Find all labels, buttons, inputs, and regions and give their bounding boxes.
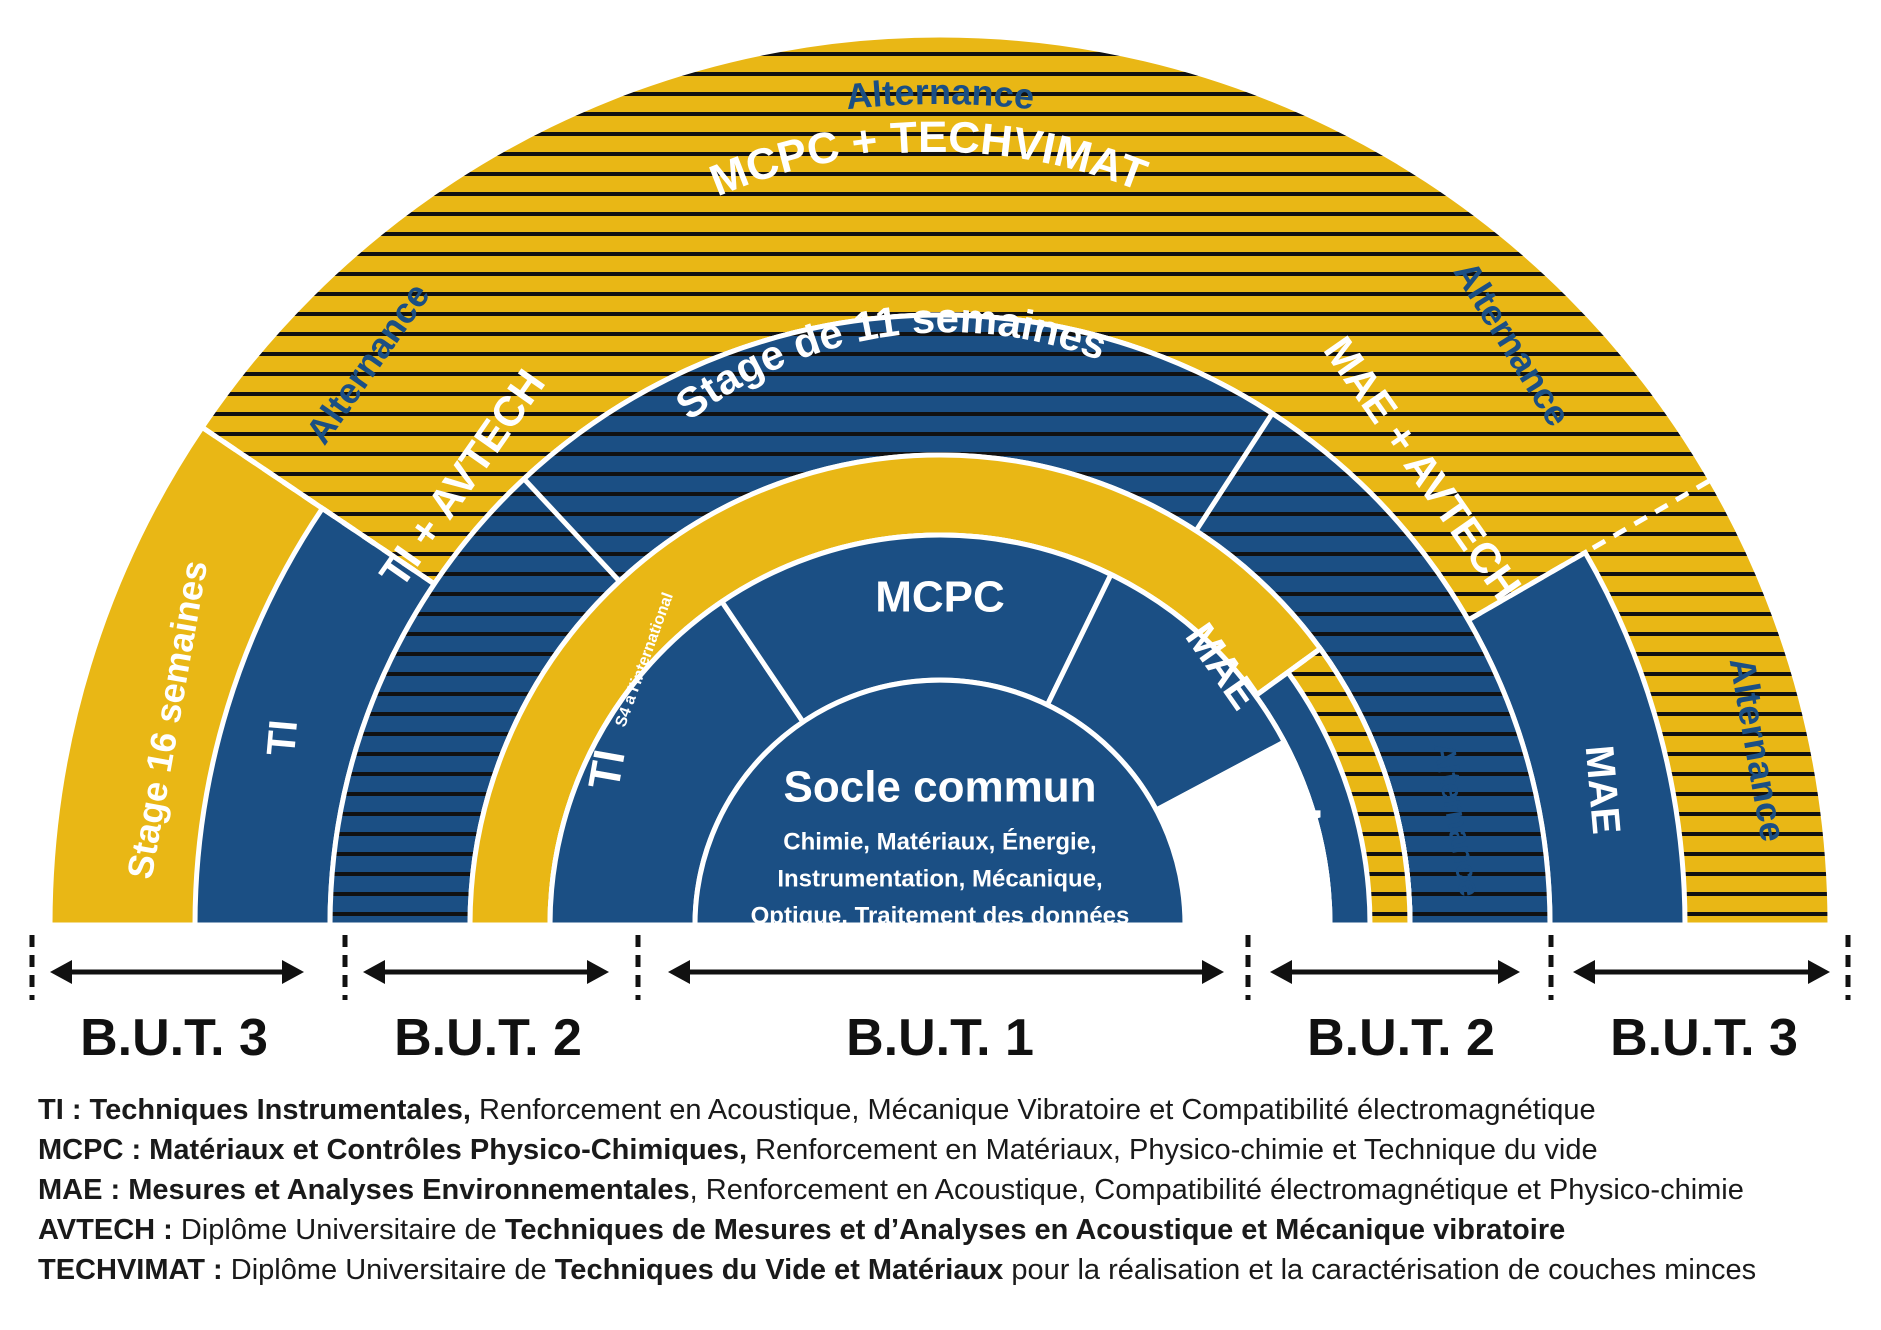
core-line-1: Chimie, Matériaux, Énergie, xyxy=(783,827,1096,855)
but3-left-label: B.U.T. 3 xyxy=(80,1009,268,1067)
core-title: Socle commun xyxy=(784,763,1097,812)
legend-mcpc: MCPC : Matériaux et Contrôles Physico-Ch… xyxy=(38,1134,1598,1166)
legend: TI : Techniques Instrumentales, Renforce… xyxy=(38,1090,1858,1290)
year-arrow-1 xyxy=(363,960,609,984)
stage-mae-label: MAE xyxy=(1287,808,1328,888)
core-line-2: Instrumentation, Mécanique, xyxy=(777,865,1102,892)
but2-left-label: B.U.T. 2 xyxy=(394,1009,582,1067)
year-arrow-3 xyxy=(1270,960,1520,984)
year-arrow-0 xyxy=(50,960,304,984)
core-line-3: Optique, Traitement des données xyxy=(751,902,1130,929)
but1-ti-label: TI xyxy=(580,746,635,793)
legend-techvimat: TECHVIMAT : Diplôme Universitaire de Tec… xyxy=(38,1254,1757,1286)
but2-right-mae-label: MAE xyxy=(1577,744,1629,836)
core-socle xyxy=(692,677,1188,928)
legend-avtech: AVTECH : Diplôme Universitaire de Techni… xyxy=(38,1214,1566,1246)
but2-left-ti-label: TI xyxy=(259,718,306,757)
year-arrow-2 xyxy=(668,960,1224,984)
legend-mae: MAE : Mesures et Analyses Environnementa… xyxy=(38,1174,1744,1206)
but1-mcpc-label: MCPC xyxy=(875,573,1005,622)
but2-right-label: B.U.T. 2 xyxy=(1307,1009,1495,1067)
outer-top-alternance: Alternance xyxy=(844,71,1036,117)
but1-label: B.U.T. 1 xyxy=(846,1009,1034,1067)
divider-right-stage xyxy=(1254,646,1322,698)
year-arrow-4 xyxy=(1573,960,1830,984)
but3-right-label: B.U.T. 3 xyxy=(1610,1009,1798,1067)
legend-ti: TI : Techniques Instrumentales, Renforce… xyxy=(38,1094,1596,1126)
ring-stage-alternance-outer xyxy=(1284,645,1413,928)
